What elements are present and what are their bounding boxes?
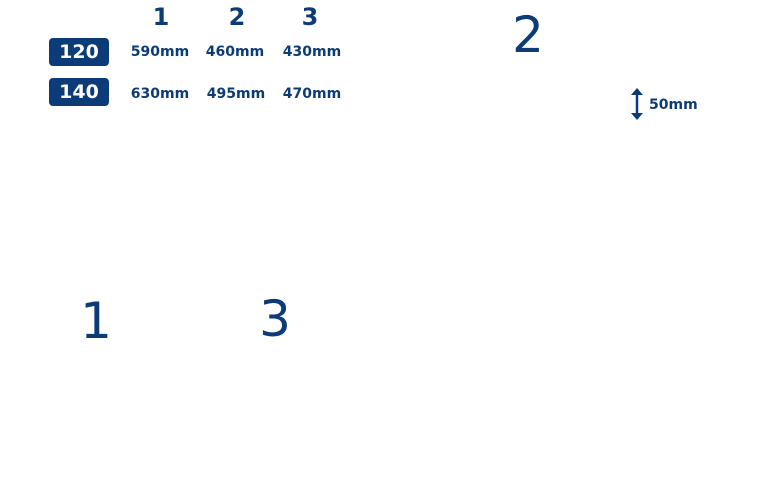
dimension-140-2: 495mm (206, 86, 266, 102)
column-header-2: 2 (228, 3, 246, 31)
diagram-label-3: 3 (259, 290, 291, 348)
dimension-120-1: 590mm (130, 44, 190, 60)
column-header-1: 1 (152, 3, 170, 31)
dimension-120-2: 460mm (205, 44, 265, 60)
diagram-label-1: 1 (80, 292, 112, 350)
depth-value: 50mm (649, 97, 698, 113)
double-arrow-vertical-icon (631, 88, 643, 120)
dimension-140-1: 630mm (130, 86, 190, 102)
depth-indicator: 50mm (628, 87, 718, 121)
size-badge-120: 120 (49, 38, 109, 66)
diagram-label-2: 2 (512, 6, 544, 64)
dimension-120-3: 430mm (282, 44, 342, 60)
column-header-3: 3 (301, 3, 319, 31)
size-badge-140: 140 (49, 78, 109, 106)
dimension-140-3: 470mm (282, 86, 342, 102)
